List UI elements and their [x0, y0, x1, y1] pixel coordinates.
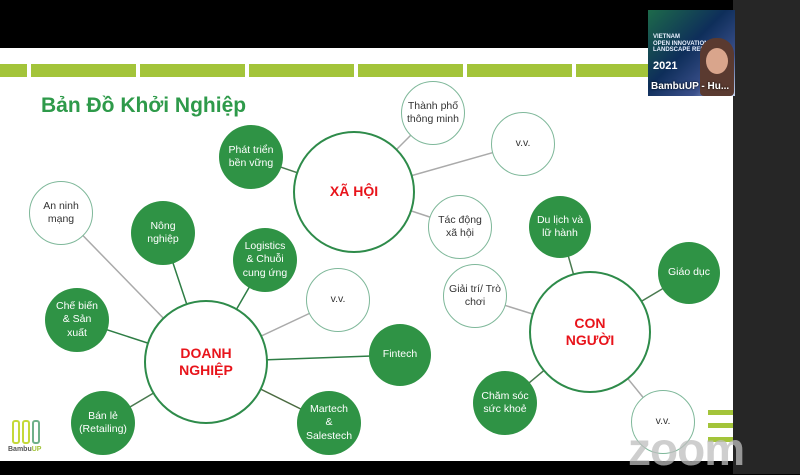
- node-du-lich-lu-hanh: Du lịch và lữ hành: [529, 196, 591, 258]
- bambuup-logo: BambuUP: [8, 420, 48, 453]
- footer-bar: [708, 423, 733, 428]
- node-vv-con-nguoi: v.v.: [631, 390, 695, 454]
- node-logistics: Logistics & Chuỗi cung ứng: [233, 228, 297, 292]
- hub-xa-hoi: XÃ HỘI: [293, 131, 415, 253]
- node-tac-dong-xa-hoi: Tác động xã hội: [428, 195, 492, 259]
- node-martech-salestech: Martech & Salestech: [297, 391, 361, 455]
- node-thanh-pho-thong-minh: Thành phố thông minh: [401, 81, 465, 145]
- node-an-ninh-mang: An ninh mạng: [29, 181, 93, 245]
- node-cham-soc-suc-khoe: Chăm sóc sức khoẻ: [473, 371, 537, 435]
- footer-bar: [708, 437, 733, 442]
- header-bar-segment: [358, 64, 463, 77]
- header-bar-segment: [31, 64, 136, 77]
- header-bar-segment: [249, 64, 354, 77]
- node-che-bien-san-xuat: Chế biến & Sản xuất: [45, 288, 109, 352]
- footer-bar: [708, 410, 733, 415]
- node-vv-xa-hoi: v.v.: [491, 112, 555, 176]
- header-bar-segment: [140, 64, 245, 77]
- node-giai-tri-tro-choi: Giải trí/ Trò chơi: [443, 264, 507, 328]
- logo-text-accent: UP: [31, 446, 42, 453]
- hub-con-nguoi: CON NGƯỜI: [529, 271, 651, 393]
- participant-name: BambuUP - Hu...: [651, 81, 730, 92]
- participant-face: [706, 48, 728, 74]
- header-bar-segment: [467, 64, 572, 77]
- node-phat-trien-ben-vung: Phát triển bền vững: [219, 125, 283, 189]
- hub-doanh-nghiep: DOANH NGHIỆP: [144, 300, 268, 424]
- logo-text: Bambu: [8, 446, 32, 453]
- right-panel: [733, 0, 800, 474]
- node-vv-doanh-nghiep: v.v.: [306, 268, 370, 332]
- node-ban-le: Bán lẻ (Retailing): [71, 391, 135, 455]
- zoom-watermark: zoom: [628, 423, 745, 475]
- slide-title: Bản Đồ Khởi Nghiệp: [41, 94, 247, 117]
- header-bar-segment: [0, 64, 27, 77]
- node-nong-nghiep: Nông nghiệp: [131, 201, 195, 265]
- participant-video-tile[interactable]: VIETNAM OPEN INNOVATION LANDSCAPE REPORT…: [648, 10, 735, 96]
- bamboo-logo-icon: [12, 420, 48, 444]
- video-banner-year: 2021: [653, 60, 678, 72]
- shared-slide: Bản Đồ Khởi Nghiệp XÃ HỘI DOANH NGHIỆP C…: [0, 48, 733, 461]
- node-fintech: Fintech: [369, 324, 431, 386]
- node-giao-duc: Giáo dục: [658, 242, 720, 304]
